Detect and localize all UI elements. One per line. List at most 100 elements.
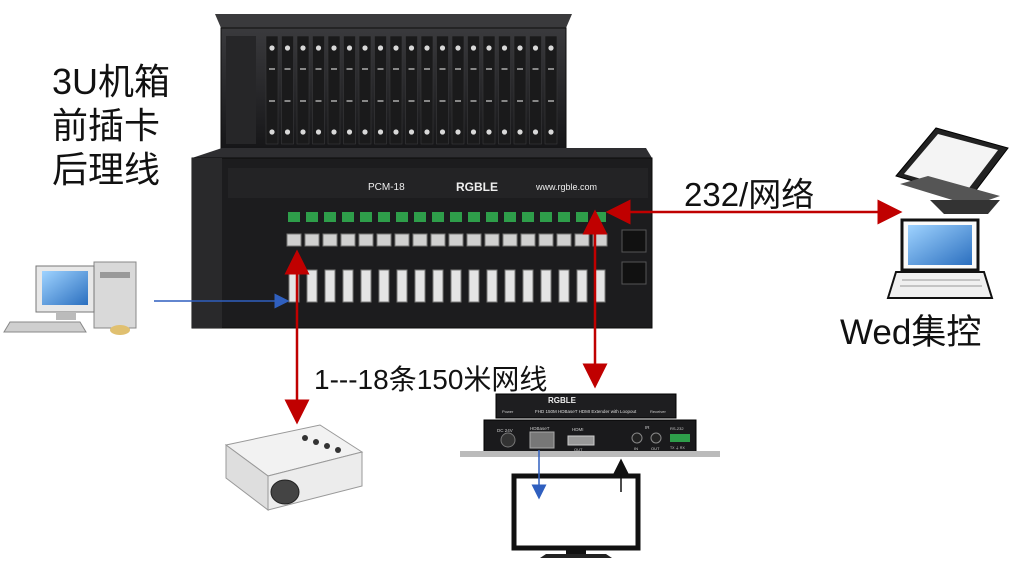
laptop bbox=[886, 218, 994, 299]
card-slot bbox=[482, 35, 496, 145]
terminal-block bbox=[432, 212, 444, 222]
slot-screw bbox=[548, 129, 554, 135]
slot-screw bbox=[470, 45, 477, 51]
slot-screw bbox=[517, 129, 523, 135]
hdbaset-extender: RGBLE FHD 150M HDBaseT HDMI Extender wit… bbox=[460, 393, 720, 457]
slot-screw bbox=[517, 45, 523, 51]
power-socket-1 bbox=[621, 229, 647, 253]
terminal-block bbox=[522, 212, 534, 222]
rj45-port bbox=[412, 233, 428, 247]
port-hdmi-out-text: OUT bbox=[574, 447, 583, 452]
terminal-block bbox=[396, 212, 408, 222]
slot-screw bbox=[362, 129, 368, 135]
desktop-pc bbox=[3, 261, 137, 335]
chassis-caption-line2: 前插卡 bbox=[52, 105, 161, 146]
port-hdmi-text: HDMI bbox=[572, 427, 584, 432]
slot-led bbox=[439, 68, 446, 70]
card-slot bbox=[296, 35, 310, 145]
port-ir-text: IR bbox=[645, 425, 650, 430]
slot-screw bbox=[532, 129, 539, 135]
url-text: www.rgble.com bbox=[535, 182, 597, 192]
port-rs232-pins-text: TX ⏚ RX bbox=[670, 445, 685, 450]
slot-screw bbox=[486, 45, 492, 51]
card-slot bbox=[374, 35, 387, 145]
rj45-port bbox=[556, 233, 572, 247]
slot-led bbox=[424, 68, 430, 70]
card-slot bbox=[529, 35, 542, 145]
slot-screw bbox=[315, 129, 322, 135]
slot-screw bbox=[439, 129, 446, 135]
terminal-block bbox=[306, 212, 318, 222]
card-slot bbox=[498, 35, 511, 145]
dvi-port bbox=[486, 269, 498, 303]
slot-screw bbox=[362, 45, 368, 51]
rj45-port bbox=[430, 233, 446, 247]
slot-led bbox=[408, 100, 415, 102]
rj45-port bbox=[538, 233, 554, 247]
rj45-port bbox=[286, 233, 302, 247]
slot-led bbox=[269, 100, 275, 102]
rj45-port bbox=[484, 233, 500, 247]
slot-screw bbox=[284, 129, 291, 135]
extender-side-text: Receiver bbox=[650, 409, 666, 414]
dvi-port bbox=[558, 269, 570, 303]
rj45-port bbox=[376, 233, 392, 247]
slot-screw bbox=[346, 129, 353, 135]
dvi-port bbox=[360, 269, 372, 303]
projector bbox=[224, 424, 364, 512]
brand-text: RGBLE bbox=[456, 180, 498, 194]
chassis-front bbox=[215, 14, 572, 153]
card-slot bbox=[343, 35, 356, 145]
slot-screw bbox=[455, 129, 461, 135]
slot-screw bbox=[300, 129, 306, 135]
terminal-block bbox=[468, 212, 480, 222]
card-slot bbox=[420, 35, 434, 145]
slot-led bbox=[284, 100, 291, 102]
slot-led bbox=[331, 68, 337, 70]
slot-screw bbox=[269, 45, 275, 51]
slot-screw bbox=[331, 129, 337, 135]
slot-led bbox=[393, 68, 399, 70]
slot-led bbox=[346, 100, 353, 102]
card-slot bbox=[358, 35, 372, 145]
dvi-port bbox=[468, 269, 480, 303]
slot-led bbox=[532, 68, 539, 70]
slot-led bbox=[408, 68, 415, 70]
slot-led bbox=[470, 68, 477, 70]
terminal-block bbox=[450, 212, 462, 222]
slot-screw bbox=[455, 45, 461, 51]
card-slot bbox=[451, 35, 465, 145]
extender-brand-text: RGBLE bbox=[548, 396, 577, 405]
slot-screw bbox=[548, 45, 554, 51]
web-control-label: Wed集控 bbox=[840, 313, 982, 352]
slot-screw bbox=[269, 129, 275, 135]
terminal-block bbox=[324, 212, 336, 222]
slot-led bbox=[424, 100, 430, 102]
slot-screw bbox=[424, 129, 430, 135]
dvi-port bbox=[594, 269, 606, 303]
rj45-port bbox=[304, 233, 320, 247]
slot-led bbox=[548, 68, 554, 70]
slot-led bbox=[346, 68, 353, 70]
dvi-port bbox=[342, 269, 354, 303]
dvi-port bbox=[522, 269, 534, 303]
terminal-block bbox=[486, 212, 498, 222]
dvi-port bbox=[396, 269, 408, 303]
slot-led bbox=[331, 100, 337, 102]
rj45-port bbox=[394, 233, 410, 247]
slot-led bbox=[377, 100, 384, 102]
cable-label: 1---18条150米网线 bbox=[314, 364, 548, 395]
terminal-block bbox=[594, 212, 606, 222]
model-text: PCM-18 bbox=[368, 182, 405, 193]
terminal-block bbox=[558, 212, 570, 222]
dvi-port bbox=[432, 269, 444, 303]
card-slot bbox=[327, 35, 341, 145]
slot-screw bbox=[532, 45, 539, 51]
card-slots bbox=[265, 35, 558, 145]
card-slot bbox=[436, 35, 449, 145]
dvi-port bbox=[504, 269, 516, 303]
slot-screw bbox=[424, 45, 430, 51]
dvi-port bbox=[540, 269, 552, 303]
extender-title-text: FHD 150M HDBaseT HDMI Extender with Loop… bbox=[535, 409, 637, 414]
